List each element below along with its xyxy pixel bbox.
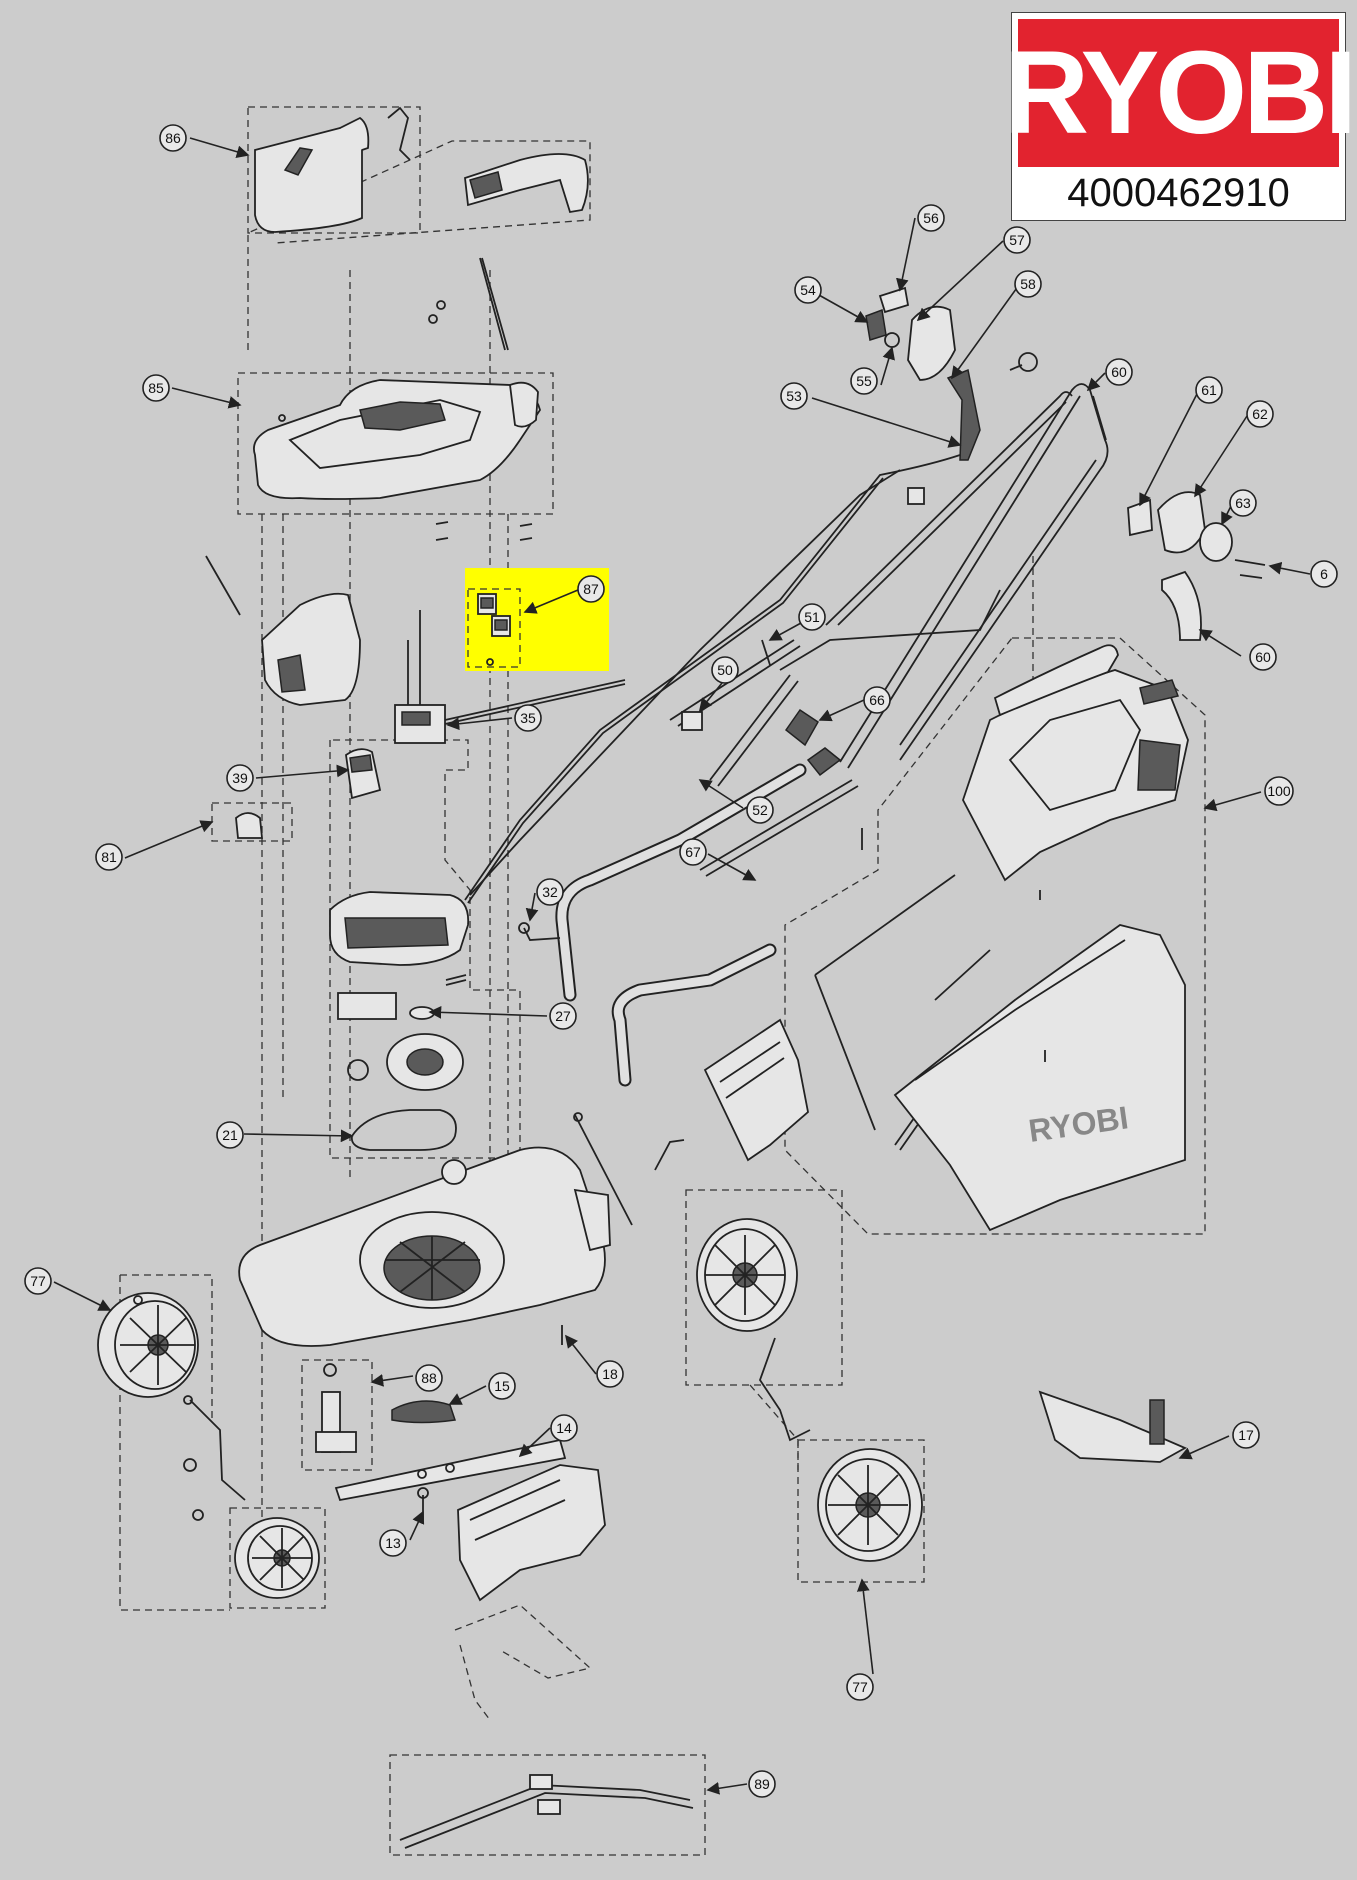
- svg-text:27: 27: [555, 1008, 571, 1024]
- svg-text:18: 18: [602, 1366, 618, 1382]
- svg-text:60: 60: [1255, 649, 1271, 665]
- svg-text:35: 35: [520, 710, 536, 726]
- callout-62: 62: [1246, 400, 1274, 428]
- callout-13: 13: [379, 1529, 407, 1557]
- part-number: 4000462910: [1067, 171, 1290, 215]
- callout-87: 87: [577, 575, 605, 603]
- svg-text:60: 60: [1111, 364, 1127, 380]
- svg-text:21: 21: [222, 1127, 238, 1143]
- svg-text:53: 53: [786, 388, 802, 404]
- callout-18: 18: [596, 1360, 624, 1388]
- callout-50: 50: [711, 656, 739, 684]
- svg-text:81: 81: [101, 849, 117, 865]
- callout-21: 21: [216, 1121, 244, 1149]
- callout-54: 54: [794, 276, 822, 304]
- svg-text:63: 63: [1235, 495, 1251, 511]
- callout-66: 66: [863, 686, 891, 714]
- svg-text:57: 57: [1009, 232, 1025, 248]
- callout-14: 14: [550, 1414, 578, 1442]
- svg-text:13: 13: [385, 1535, 401, 1551]
- svg-text:77: 77: [30, 1273, 46, 1289]
- callout-53: 53: [780, 382, 808, 410]
- svg-text:50: 50: [717, 662, 733, 678]
- svg-text:15: 15: [494, 1378, 510, 1394]
- callout-39: 39: [226, 764, 254, 792]
- callout-63: 63: [1229, 489, 1257, 517]
- svg-text:61: 61: [1201, 382, 1217, 398]
- callout-67: 67: [679, 838, 707, 866]
- callout-56: 56: [917, 204, 945, 232]
- svg-text:67: 67: [685, 844, 701, 860]
- callout-61: 61: [1195, 376, 1223, 404]
- callout-85: 85: [142, 374, 170, 402]
- svg-text:17: 17: [1238, 1427, 1254, 1443]
- svg-text:77: 77: [852, 1679, 868, 1695]
- svg-text:56: 56: [923, 210, 939, 226]
- callout-81: 81: [95, 843, 123, 871]
- svg-text:14: 14: [556, 1420, 572, 1436]
- svg-text:6: 6: [1320, 566, 1328, 582]
- svg-text:52: 52: [752, 802, 768, 818]
- callout-60-top: 60: [1105, 358, 1133, 386]
- callout-51: 51: [798, 603, 826, 631]
- brand-logo-text: RYOBI: [1003, 27, 1357, 159]
- callout-60-bottom: 60: [1249, 643, 1277, 671]
- svg-text:88: 88: [421, 1370, 437, 1386]
- svg-text:89: 89: [754, 1776, 770, 1792]
- callout-77-left: 77: [24, 1267, 52, 1295]
- callout-100: 100: [1264, 776, 1294, 806]
- callout-77-right: 77: [846, 1673, 874, 1701]
- callout-86: 86: [159, 124, 187, 152]
- brand-label: RYOBI 4000462910: [1004, 12, 1357, 221]
- callout-55: 55: [850, 367, 878, 395]
- callout-17: 17: [1232, 1421, 1260, 1449]
- callout-27: 27: [549, 1002, 577, 1030]
- callout-35: 35: [514, 704, 542, 732]
- callout-88: 88: [415, 1364, 443, 1392]
- svg-text:39: 39: [232, 770, 248, 786]
- svg-text:86: 86: [165, 130, 181, 146]
- svg-text:62: 62: [1252, 406, 1268, 422]
- callout-89: 89: [748, 1770, 776, 1798]
- callout-57: 57: [1003, 226, 1031, 254]
- callout-15: 15: [488, 1372, 516, 1400]
- callout-6: 6: [1310, 560, 1338, 588]
- svg-text:85: 85: [148, 380, 164, 396]
- svg-text:51: 51: [804, 609, 820, 625]
- callout-52: 52: [746, 796, 774, 824]
- svg-text:100: 100: [1267, 783, 1291, 799]
- callout-32: 32: [536, 878, 564, 906]
- svg-text:54: 54: [800, 282, 816, 298]
- svg-text:32: 32: [542, 884, 558, 900]
- callout-58: 58: [1014, 270, 1042, 298]
- ryobi-logo: RYOBI: [1004, 19, 1357, 167]
- svg-text:58: 58: [1020, 276, 1036, 292]
- svg-text:87: 87: [583, 581, 599, 597]
- svg-text:66: 66: [869, 692, 885, 708]
- svg-text:55: 55: [856, 373, 872, 389]
